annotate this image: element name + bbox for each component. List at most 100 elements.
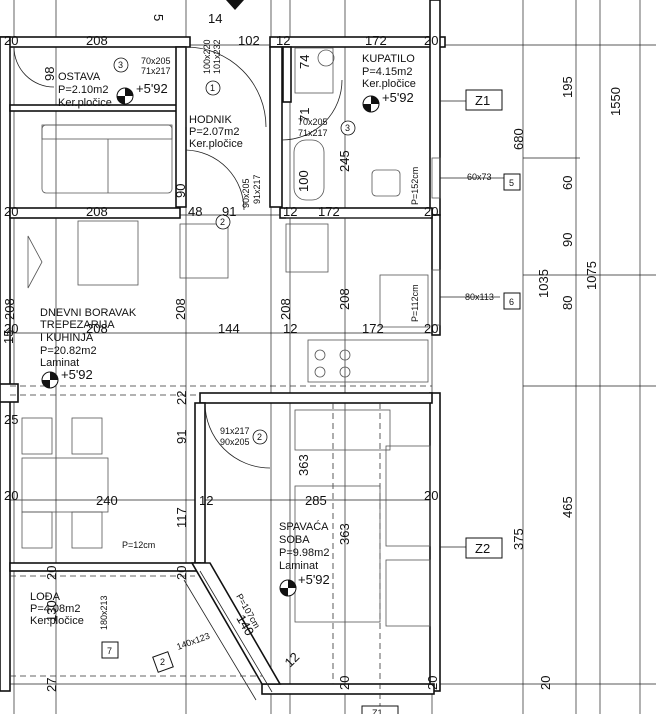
dim: 20 — [174, 566, 189, 580]
room-finish: Laminat — [40, 357, 79, 369]
door-size-1: 70x205 — [141, 56, 171, 66]
door-markers — [113, 57, 356, 445]
room-finish: Ker.pločice — [30, 615, 84, 627]
room-finish: Ker.pločice — [362, 78, 416, 90]
dim: 208 — [86, 33, 108, 48]
room-area: P=4.08m2 — [30, 603, 80, 615]
dim: 208 — [278, 298, 293, 320]
door-size-2: 71x217 — [298, 128, 328, 138]
dim: 1075 — [584, 261, 599, 290]
dim: 60 — [560, 176, 575, 190]
dim: 172 — [318, 204, 340, 219]
dim: 208 — [86, 204, 108, 219]
dim: 22 — [174, 391, 189, 405]
dim: 20 — [425, 676, 440, 690]
room-hodnik: HODNIK P=2.07m2 Ker.pločice — [189, 114, 243, 150]
dim: 27 — [44, 678, 59, 692]
section-labels: Z1 Z2 Z1 — [372, 93, 490, 714]
dim: 144 — [218, 321, 240, 336]
dim: 375 — [511, 528, 526, 550]
room-area: P=2.10m2 — [58, 84, 108, 96]
dim: 14 — [208, 11, 222, 26]
dim: 1550 — [608, 87, 623, 116]
window-labels: 60x73 5 80x113 6 180x213 7 — [99, 172, 514, 656]
door-number: 2 — [160, 657, 165, 667]
door-size-2: 71x217 — [141, 66, 171, 76]
dim: 12 — [282, 649, 303, 670]
dim: 48 — [188, 204, 202, 219]
room-level: +5'92 — [382, 90, 414, 105]
door-size-2: 101x232 — [212, 39, 222, 74]
dim: 80 — [560, 296, 575, 310]
parapet: P=12cm — [122, 540, 155, 550]
door-size: 140x123 — [175, 631, 211, 652]
dim: 172 — [365, 33, 387, 48]
dim: 20 — [424, 33, 438, 48]
window-size: 60x73 — [467, 172, 492, 182]
window-number: 7 — [107, 646, 112, 656]
room-finish: Ker.pločice — [58, 97, 112, 109]
dim: 465 — [560, 496, 575, 518]
dim: 363 — [337, 523, 352, 545]
dim: 20 — [4, 488, 18, 503]
room-area: P=4.15m2 — [362, 66, 412, 78]
room-finish: Laminat — [279, 560, 318, 572]
door-size-2: 91x217 — [252, 174, 262, 204]
room-name: KUPATILO — [362, 53, 415, 65]
door-number: 1 — [210, 83, 215, 93]
dim: 90 — [560, 233, 575, 247]
door-size-1: 90x205 — [241, 178, 251, 208]
loggia-walls — [183, 562, 282, 701]
dim: 12 — [283, 204, 297, 219]
dim: 100 — [296, 170, 311, 192]
section-z2: Z2 — [475, 541, 490, 556]
door-size-1: 70x205 — [298, 117, 328, 127]
dim: 20 — [4, 321, 18, 336]
dim: 240 — [96, 493, 118, 508]
dim: 117 — [174, 507, 189, 528]
window-number: 5 — [509, 178, 514, 188]
room-name-2: TREPEZARIJA — [40, 319, 115, 331]
room-name: LOĐA — [30, 591, 61, 603]
room-name: OSTAVA — [58, 71, 101, 83]
dim: 91 — [174, 430, 189, 444]
dim: 363 — [296, 454, 311, 476]
dim: 12 — [283, 321, 297, 336]
room-level: +5'92 — [61, 367, 93, 382]
room-area: P=20.82m2 — [40, 345, 97, 357]
room-name-1: DNEVNI BORAVAK — [40, 307, 137, 319]
dim: 20 — [4, 33, 18, 48]
door-number: 3 — [345, 123, 350, 133]
dim: 20 — [424, 488, 438, 503]
dim: 90 — [173, 184, 188, 198]
room-dnevni: DNEVNI BORAVAK TREPEZARIJA I KUHINJA P=2… — [40, 307, 137, 382]
room-ostava: OSTAVA P=2.10m2 Ker.pločice +5'92 — [58, 71, 168, 109]
dim: 208 — [173, 298, 188, 320]
dim: 15 — [1, 330, 16, 344]
room-level: +5'92 — [298, 572, 330, 587]
section-z1b: Z1 — [372, 708, 383, 714]
parapet: P=152cm — [410, 167, 420, 205]
dim: 20 — [337, 676, 352, 690]
dim: 74 — [297, 55, 312, 69]
top-dimensions: 20 208 14 102 12 172 20 5 — [4, 11, 438, 48]
dim: 208 — [86, 321, 108, 336]
room-lodja: LOĐA P=4.08m2 Ker.pločice — [30, 591, 84, 627]
room-name-2: SOBA — [279, 534, 310, 546]
window-size: 180x213 — [99, 595, 109, 630]
dim: 208 — [2, 298, 17, 320]
door-number: 2 — [257, 432, 262, 442]
walls — [0, 0, 446, 695]
room-level: +5'92 — [136, 81, 168, 96]
room-area: P=9.98m2 — [279, 547, 329, 559]
dim: 71 — [297, 108, 312, 122]
window-number: 6 — [509, 297, 514, 307]
door-size-1: 91x217 — [220, 426, 250, 436]
section-z1: Z1 — [475, 93, 490, 108]
right-dimensions: 195 60 90 80 465 20 680 1035 375 1550 10… — [511, 76, 623, 690]
dim: 245 — [337, 150, 352, 172]
dim: 172 — [362, 321, 384, 336]
room-area: P=2.07m2 — [189, 126, 239, 138]
dim: 20 — [424, 321, 438, 336]
dim: 1035 — [536, 269, 551, 298]
